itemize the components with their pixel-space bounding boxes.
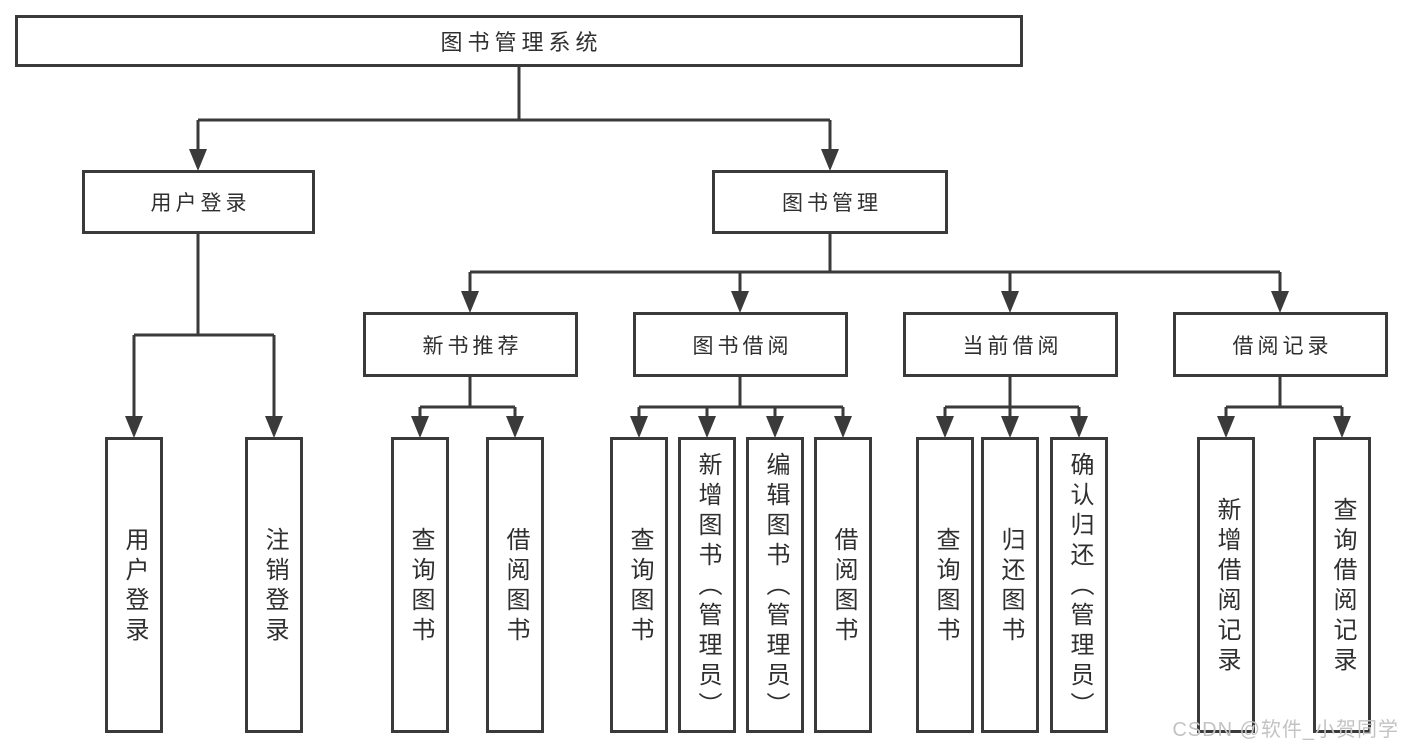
node-add-book-admin: 新增图书（管理员） — [678, 437, 736, 733]
node-query-borrow-record: 查询借阅记录 — [1313, 437, 1371, 733]
node-book-borrow: 图书借阅 — [633, 312, 848, 377]
csdn-watermark: CSDN @软件_小贺同学 — [1172, 719, 1399, 741]
node-query-book-1: 查询图书 — [391, 437, 449, 733]
node-borrow-book-1: 借阅图书 — [486, 437, 544, 733]
node-current-borrow: 当前借阅 — [903, 312, 1118, 377]
node-library-management-system: 图书管理系统 — [15, 15, 1023, 67]
node-borrow-record: 借阅记录 — [1173, 312, 1388, 377]
node-borrow-book-2: 借阅图书 — [814, 437, 872, 733]
node-query-book-3: 查询图书 — [916, 437, 974, 733]
node-query-book-2: 查询图书 — [610, 437, 668, 733]
node-add-borrow-record: 新增借阅记录 — [1197, 437, 1255, 733]
node-user-login: 用户登录 — [82, 170, 315, 234]
node-book-management: 图书管理 — [712, 170, 948, 234]
node-return-book: 归还图书 — [981, 437, 1039, 733]
node-confirm-return-admin: 确认归还（管理员） — [1050, 437, 1108, 733]
node-user-login-leaf: 用户登录 — [105, 437, 163, 733]
node-logout-leaf: 注销登录 — [245, 437, 303, 733]
node-new-book-recommend: 新书推荐 — [363, 312, 578, 377]
node-edit-book-admin: 编辑图书（管理员） — [746, 437, 804, 733]
